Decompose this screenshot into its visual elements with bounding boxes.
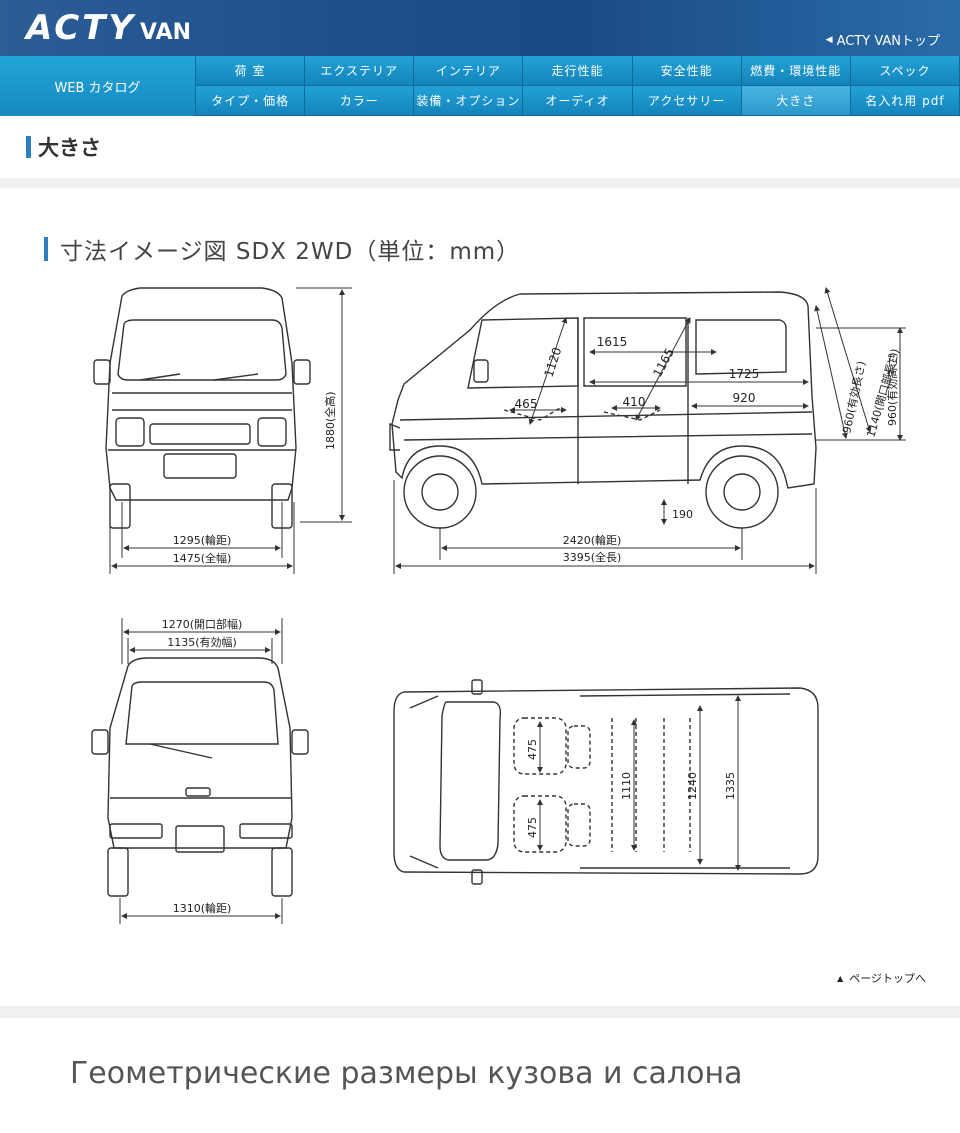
dim-length-total: 3395(全長) bbox=[563, 550, 622, 564]
dim-1335: 1335 bbox=[724, 772, 737, 800]
logo-main: ACTY bbox=[26, 8, 137, 48]
nav-audio[interactable]: オーディオ bbox=[523, 86, 633, 116]
dimension-section: 寸法イメージ図 SDX 2WD（単位：mm） bbox=[0, 188, 960, 1018]
nav-spec[interactable]: スペック bbox=[850, 56, 960, 86]
diagram-heading-bar bbox=[44, 237, 48, 261]
dim-seat-475-lower: 475 bbox=[526, 817, 539, 838]
nav-safety[interactable]: 安全性能 bbox=[632, 56, 742, 86]
nav-exterior[interactable]: エクステリア bbox=[305, 56, 415, 86]
dim-1725: 1725 bbox=[729, 367, 760, 381]
front-view bbox=[93, 287, 311, 529]
acty-van-top-link[interactable]: ◀ ACTY VANトップ bbox=[826, 30, 940, 49]
dim-1240: 1240 bbox=[686, 772, 699, 800]
dim-seat-475-upper: 475 bbox=[526, 739, 539, 760]
nav-color[interactable]: カラー bbox=[305, 86, 415, 116]
top-banner: ACTY VAN ◀ ACTY VANトップ bbox=[0, 0, 960, 56]
dim-opening-width: 1270(開口部幅) bbox=[162, 617, 243, 631]
heading-accent-bar bbox=[26, 136, 31, 158]
top-link-label: ACTY VANトップ bbox=[836, 34, 940, 49]
dim-effective-height: 960(有効高さ) bbox=[885, 352, 899, 426]
dim-effective-length: 960(有効長さ) bbox=[839, 360, 868, 435]
page-heading-area: 大きさ bbox=[0, 116, 960, 188]
dim-1110: 1110 bbox=[620, 772, 633, 800]
dim-920: 920 bbox=[733, 391, 756, 405]
dim-rear-track: 1310(輪距) bbox=[173, 901, 232, 915]
dim-ground-clearance: 190 bbox=[672, 508, 693, 521]
dim-wheelbase: 2420(輪距) bbox=[563, 533, 622, 547]
side-view bbox=[389, 291, 817, 529]
nav-size[interactable]: 大きさ bbox=[741, 86, 851, 116]
nav-interior[interactable]: インテリア bbox=[414, 56, 524, 86]
dim-effective-width: 1135(有効幅) bbox=[167, 635, 237, 649]
page-top-link[interactable]: ▲ ページトップへ bbox=[837, 970, 926, 986]
dim-1165: 1165 bbox=[650, 346, 677, 380]
nav-grid: 荷 室 エクステリア インテリア 走行性能 安全性能 燃費・環境性能 スペック … bbox=[196, 56, 960, 116]
top-view bbox=[393, 679, 819, 885]
nav-type-price[interactable]: タイプ・価格 bbox=[196, 86, 306, 116]
triangle-up-icon: ▲ bbox=[837, 973, 844, 983]
nav-equipment-options[interactable]: 装備・オプション bbox=[414, 86, 524, 116]
dim-1615: 1615 bbox=[597, 335, 628, 349]
page-title: 大きさ bbox=[38, 136, 101, 160]
dim-465: 465 bbox=[515, 397, 538, 411]
rear-view bbox=[91, 657, 309, 897]
dim-front-track: 1295(輪距) bbox=[173, 533, 232, 547]
catalog-nav: WEB カタログ 荷 室 エクステリア インテリア 走行性能 安全性能 燃費・環… bbox=[0, 56, 960, 116]
dim-410: 410 bbox=[623, 395, 646, 409]
web-catalog-link[interactable]: WEB カタログ bbox=[0, 56, 196, 116]
caption-area bbox=[0, 1030, 960, 1133]
nav-fuel-environment[interactable]: 燃費・環境性能 bbox=[741, 56, 851, 86]
image-caption: Геометрические размеры кузова и салона bbox=[70, 1056, 743, 1091]
nav-accessories[interactable]: アクセサリー bbox=[632, 86, 742, 116]
diagram-heading: 寸法イメージ図 SDX 2WD（単位：mm） bbox=[44, 232, 520, 266]
dim-front-width: 1475(全幅) bbox=[173, 551, 232, 565]
dim-height-total: 1880(全高) bbox=[323, 391, 337, 450]
dim-1120: 1120 bbox=[542, 346, 565, 379]
arrow-left-icon: ◀ bbox=[825, 34, 833, 45]
logo-sub: VAN bbox=[140, 20, 192, 45]
nav-cargo[interactable]: 荷 室 bbox=[196, 56, 306, 86]
dimension-drawing: 1295(輪距) 1475(全幅) 1880(全高) 2420(輪距) 3395… bbox=[91, 287, 906, 924]
nav-name-pdf[interactable]: 名入れ用 pdf bbox=[850, 86, 960, 116]
nav-driving[interactable]: 走行性能 bbox=[523, 56, 633, 86]
page-top-label: ページトップへ bbox=[849, 972, 926, 985]
diagram-title: 寸法イメージ図 SDX 2WD（単位：mm） bbox=[60, 239, 521, 265]
acty-van-logo[interactable]: ACTY VAN bbox=[26, 10, 191, 46]
